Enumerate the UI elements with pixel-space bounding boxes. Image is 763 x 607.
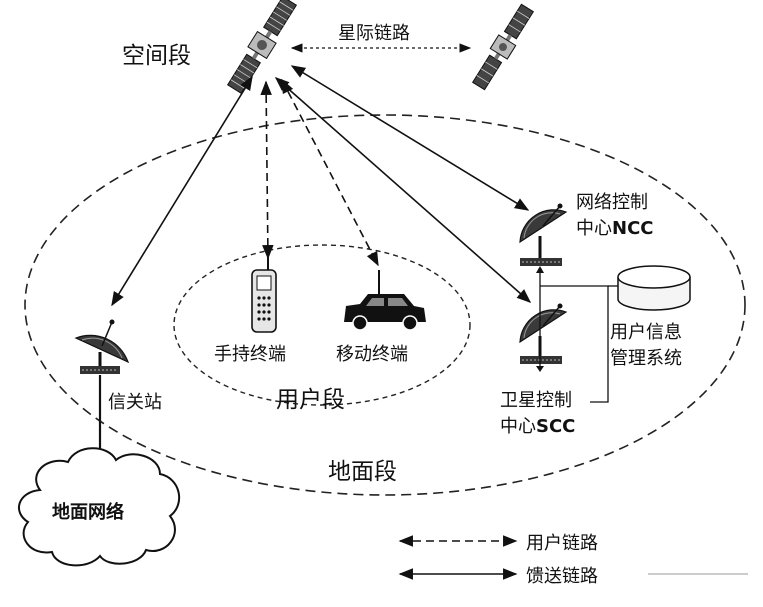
user-segment-boundary (173, 244, 471, 406)
ncc-label-code: NCC (612, 218, 654, 239)
gateway-label: 信关站 (108, 392, 162, 413)
scc-label-line2: 中心SCC (500, 412, 575, 438)
user-segment-label: 用户段 (276, 387, 345, 413)
vehicle-icon (344, 270, 426, 331)
mobile-terminal-label: 移动终端 (336, 344, 408, 365)
legend-feeder-link-label: 馈送链路 (526, 566, 598, 587)
scc-dish-icon (519, 303, 568, 364)
ground-segment-label: 地面段 (328, 459, 397, 485)
user-link-vehicle (281, 78, 379, 267)
ncc-label-line1: 网络控制 (576, 192, 648, 213)
database-icon (617, 265, 691, 311)
gateway-dish-icon (74, 319, 130, 374)
feeder-link-scc (274, 77, 532, 303)
control-center-connectors (539, 270, 618, 403)
feeder-link-ncc (290, 65, 530, 211)
ground-segment-boundary (24, 114, 746, 496)
space-segment-label: 空间段 (122, 43, 191, 69)
legend-user-link-label: 用户链路 (526, 533, 598, 554)
ncc-dish-icon (519, 203, 568, 266)
satellite-main-icon (226, 0, 298, 95)
scc-label-prefix: 中心 (500, 416, 536, 437)
handheld-terminal-label: 手持终端 (214, 344, 286, 365)
scc-label-line1: 卫星控制 (500, 390, 572, 411)
user-info-label-line2: 管理系统 (610, 348, 682, 369)
feeder-link-gateway (111, 75, 253, 307)
satellite-peer-icon (471, 3, 535, 91)
user-link-handheld (260, 80, 274, 260)
ground-network-cloud (17, 447, 180, 567)
ncc-label-line2: 中心NCC (576, 214, 653, 240)
scc-label-code: SCC (536, 416, 576, 437)
user-info-label-line1: 用户信息 (610, 322, 682, 343)
inter-satellite-link-label: 星际链路 (338, 23, 410, 44)
ncc-label-prefix: 中心 (576, 218, 612, 239)
ground-network-label: 地面网络 (52, 502, 124, 523)
handheld-phone-icon (251, 256, 277, 333)
